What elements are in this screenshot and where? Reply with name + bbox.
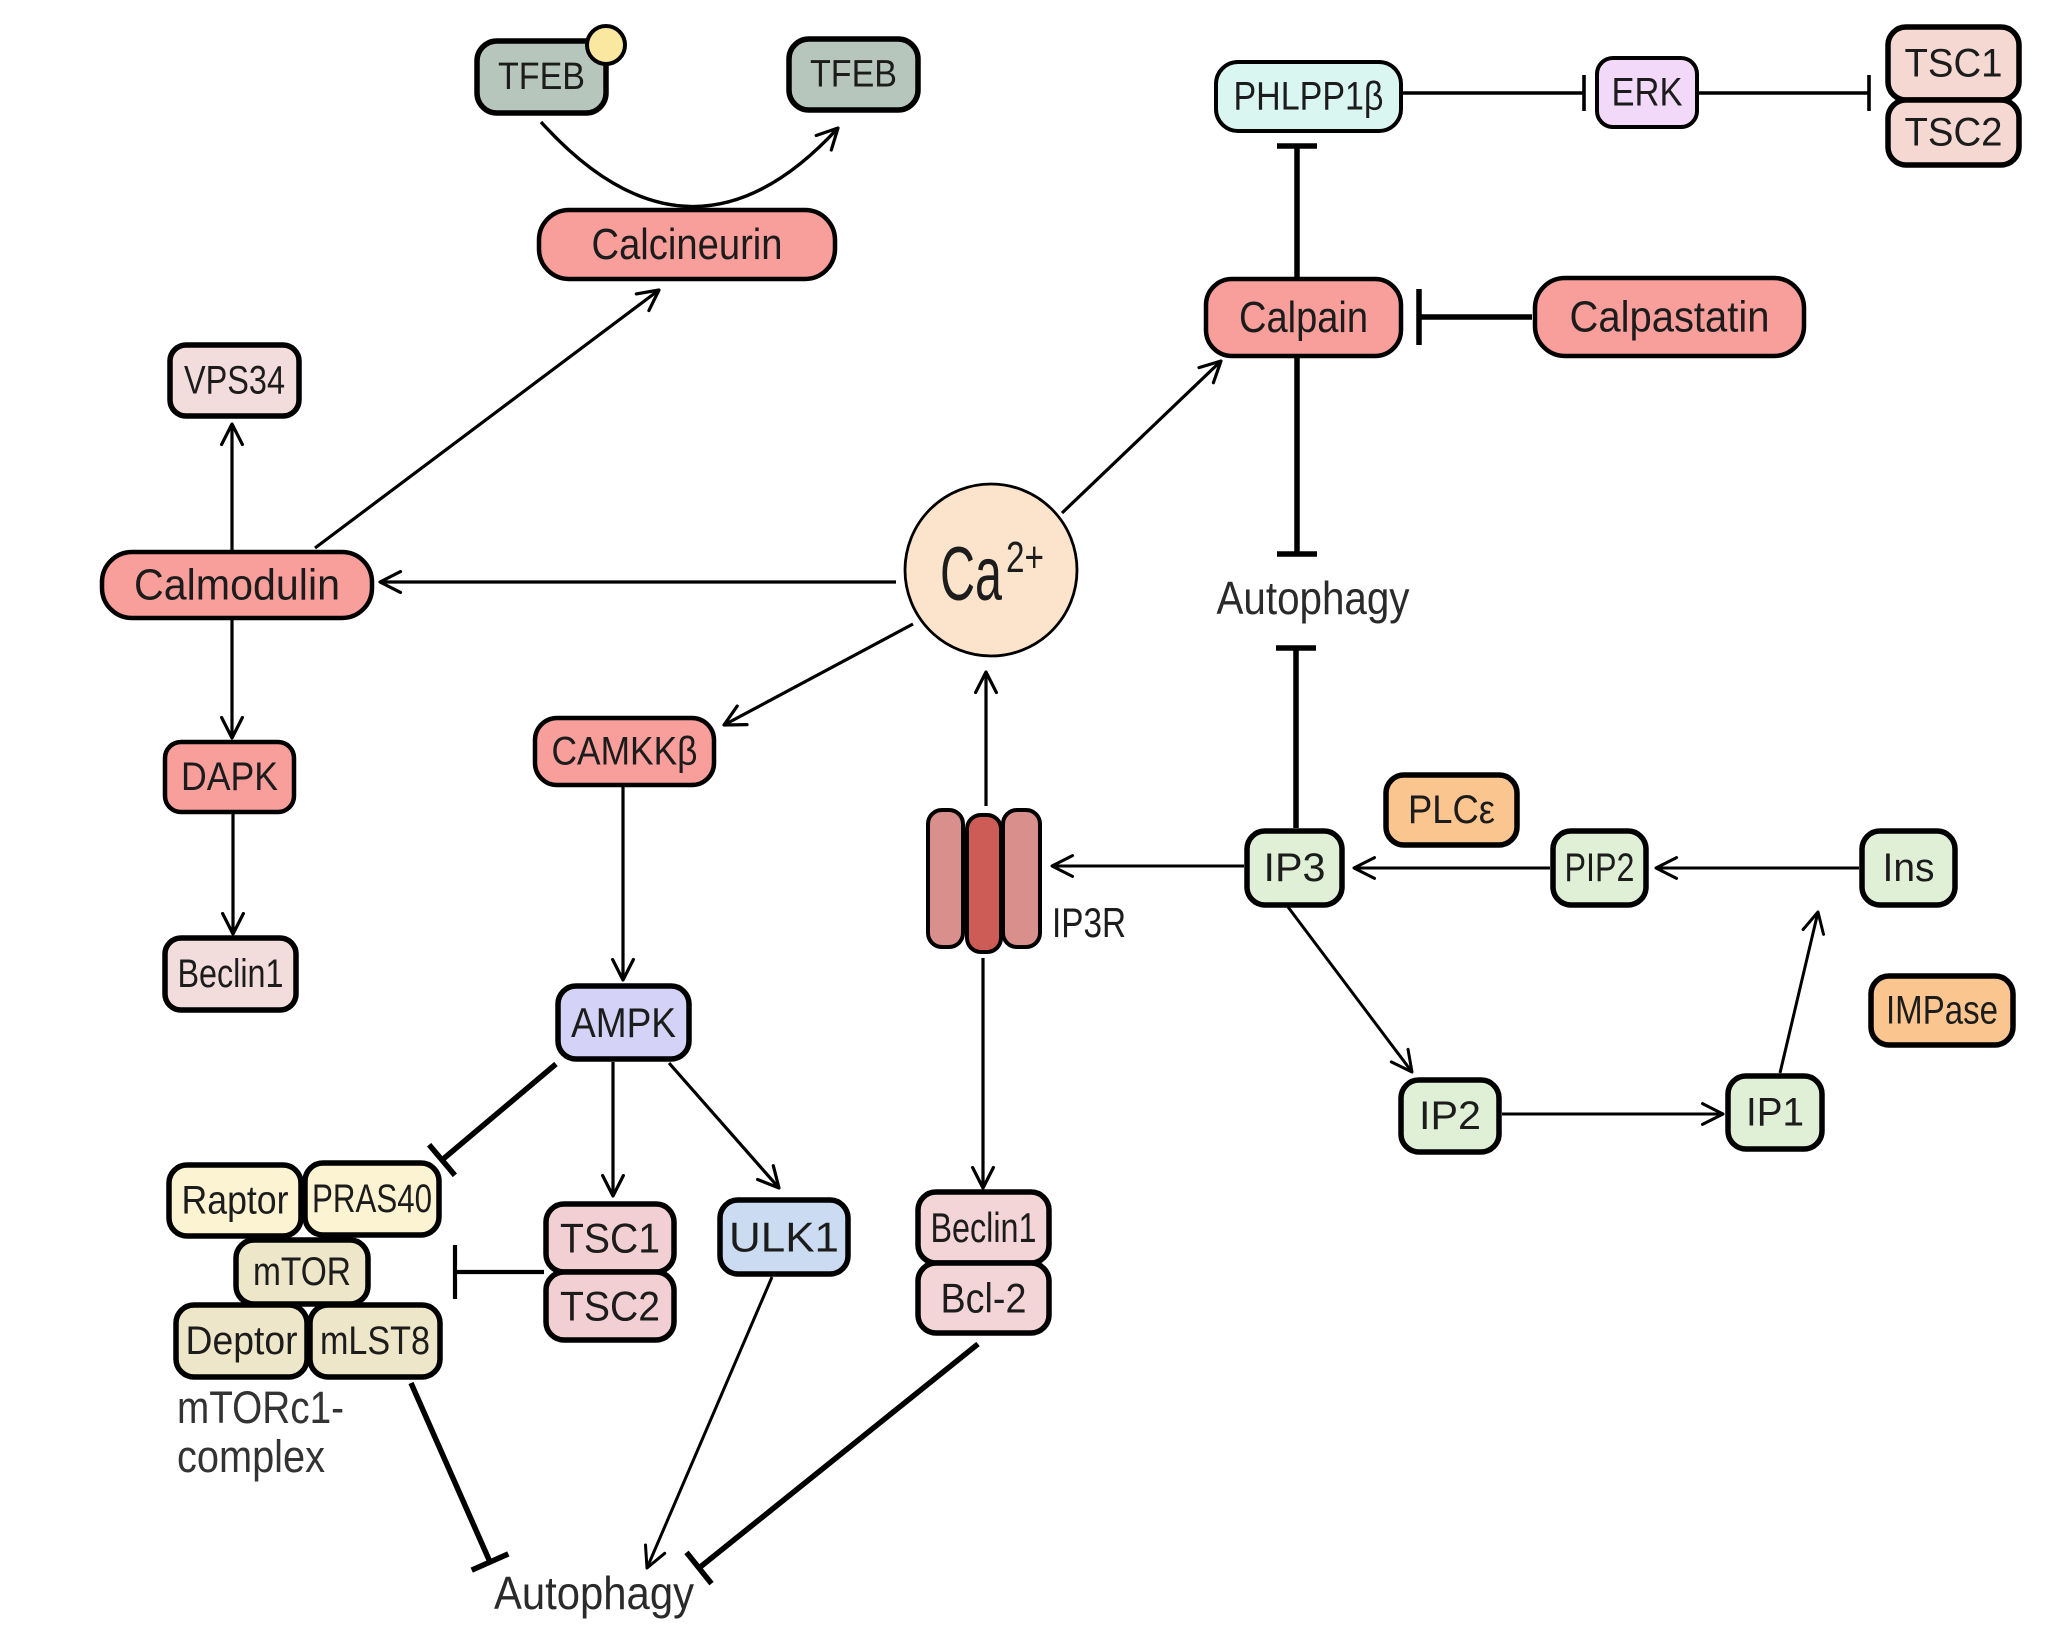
svg-text:ERK: ERK xyxy=(1612,71,1683,115)
svg-text:Calmodulin: Calmodulin xyxy=(134,561,340,610)
svg-text:2+: 2+ xyxy=(1006,533,1044,582)
svg-text:Autophagy: Autophagy xyxy=(1217,572,1410,624)
svg-text:Deptor: Deptor xyxy=(186,1319,298,1363)
svg-text:TFEB: TFEB xyxy=(810,54,897,96)
svg-text:Ins: Ins xyxy=(1883,846,1935,890)
svg-text:Calpastatin: Calpastatin xyxy=(1570,293,1770,342)
svg-text:AMPK: AMPK xyxy=(571,999,676,1046)
svg-text:TFEB: TFEB xyxy=(498,56,585,98)
svg-text:Calpain: Calpain xyxy=(1239,293,1368,342)
svg-text:VPS34: VPS34 xyxy=(184,359,285,403)
svg-text:Calcineurin: Calcineurin xyxy=(592,220,783,269)
svg-text:Raptor: Raptor xyxy=(182,1179,289,1223)
svg-text:IMPase: IMPase xyxy=(1886,989,1998,1033)
svg-text:IP3: IP3 xyxy=(1264,846,1326,890)
svg-text:PRAS40: PRAS40 xyxy=(312,1177,432,1221)
svg-text:IP3R: IP3R xyxy=(1052,899,1126,946)
svg-text:Ca: Ca xyxy=(940,532,1002,617)
svg-text:CAMKKβ: CAMKKβ xyxy=(552,730,698,774)
svg-text:mLST8: mLST8 xyxy=(320,1319,430,1363)
svg-text:TSC1: TSC1 xyxy=(1905,42,2003,86)
svg-text:IP1: IP1 xyxy=(1746,1091,1804,1135)
svg-text:IP2: IP2 xyxy=(1419,1094,1481,1138)
svg-text:DAPK: DAPK xyxy=(181,755,278,799)
svg-text:PLCε: PLCε xyxy=(1408,788,1495,832)
svg-text:Bcl-2: Bcl-2 xyxy=(941,1275,1027,1322)
svg-text:Beclin1: Beclin1 xyxy=(178,952,284,996)
svg-text:TSC2: TSC2 xyxy=(1905,111,2003,155)
svg-text:PHLPP1β: PHLPP1β xyxy=(1234,75,1384,119)
svg-text:complex: complex xyxy=(177,1431,325,1482)
svg-text:mTOR: mTOR xyxy=(253,1250,351,1294)
svg-text:Beclin1: Beclin1 xyxy=(931,1204,1037,1251)
svg-text:PIP2: PIP2 xyxy=(1565,846,1635,890)
svg-text:TSC2: TSC2 xyxy=(560,1283,660,1330)
svg-text:mTORc1-: mTORc1- xyxy=(177,1382,344,1433)
svg-text:TSC1: TSC1 xyxy=(560,1215,660,1262)
svg-text:Autophagy: Autophagy xyxy=(494,1567,694,1619)
svg-text:ULK1: ULK1 xyxy=(729,1214,839,1261)
